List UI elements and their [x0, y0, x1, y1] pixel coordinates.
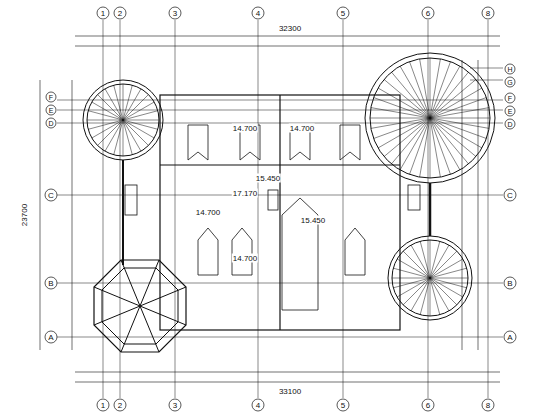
rafter-line — [123, 120, 124, 156]
rafter-line — [430, 240, 431, 278]
rafter-line — [430, 278, 431, 316]
rafter-line — [123, 120, 132, 155]
axis-label: B — [506, 279, 513, 288]
rafter-line — [371, 118, 430, 128]
rafter-line — [378, 88, 430, 118]
rafter-line — [430, 278, 449, 311]
rafter-line — [88, 120, 123, 129]
axis-label: F — [507, 94, 513, 103]
rafter-line — [420, 278, 430, 315]
rafter-line — [397, 278, 430, 297]
rafter-line — [384, 118, 430, 157]
rafter-line — [430, 108, 489, 118]
rafter-line — [392, 278, 430, 279]
rafter-line — [123, 84, 124, 120]
rafter-line — [420, 59, 430, 118]
axis-label: 4 — [255, 9, 261, 18]
elevation-text: 14.700 — [289, 124, 315, 133]
axis-label: D — [506, 120, 513, 129]
rafter-line — [430, 79, 476, 118]
rafter-line — [92, 120, 123, 138]
elevation-text: 14.700 — [195, 208, 221, 217]
axis-label: 8 — [485, 9, 491, 18]
elevation-text: 17.170 — [232, 189, 258, 198]
axis-label: G — [506, 78, 513, 87]
rafter-line — [430, 118, 440, 177]
axis-label: 2 — [117, 401, 123, 410]
axis-label: A — [506, 333, 513, 342]
rafter-line — [430, 118, 490, 119]
axis-bubbles — [45, 7, 516, 411]
rafter-line — [430, 118, 451, 174]
axis-label: 4 — [255, 401, 261, 410]
axis-label: C — [47, 191, 55, 200]
axis-label: D — [47, 119, 54, 128]
axis-label: 5 — [340, 9, 346, 18]
dimension-text: 32300 — [278, 24, 302, 33]
axis-label: 5 — [340, 401, 346, 410]
axis-label: H — [506, 65, 513, 74]
rafter-line — [393, 268, 430, 278]
rafter-line — [430, 98, 486, 119]
rafter-line — [430, 268, 467, 278]
rafter-line — [87, 120, 123, 121]
rafter-line — [430, 278, 467, 288]
rafter-line — [430, 118, 469, 164]
dimension-lines — [40, 36, 500, 382]
axis-label: A — [47, 333, 54, 342]
rafter-line — [430, 58, 431, 118]
rafter-line — [410, 62, 431, 118]
rafter-line — [430, 241, 440, 278]
axis-label: E — [48, 106, 55, 115]
rafter-line — [105, 89, 123, 120]
rafter-line — [391, 72, 430, 118]
rafter-line — [430, 118, 482, 148]
rafter-line — [123, 120, 141, 151]
rafter-line — [88, 111, 123, 120]
rafter-line — [430, 278, 468, 279]
rafter-line — [123, 120, 159, 121]
rafter-line — [123, 102, 154, 120]
axis-label: E — [507, 107, 514, 116]
axis-label: B — [47, 279, 54, 288]
rafter-line — [430, 259, 463, 278]
rafter-line — [430, 118, 431, 178]
dimension-text: 23700 — [20, 203, 29, 227]
axis-label: 1 — [100, 401, 106, 410]
elevation-text: 15.450 — [255, 174, 281, 183]
dormers — [125, 125, 420, 310]
axis-label: C — [506, 191, 514, 200]
rafter-line — [123, 111, 158, 120]
rafter-line — [411, 245, 430, 278]
axis-label: 1 — [100, 9, 106, 18]
rafter-line — [400, 118, 430, 170]
axis-label: 2 — [117, 9, 123, 18]
rafter-line — [114, 120, 123, 155]
axis-label: 3 — [172, 401, 178, 410]
rafter-line — [370, 118, 430, 119]
rafter-line — [393, 278, 430, 288]
rafter-line — [114, 85, 123, 120]
axis-label: F — [48, 93, 54, 102]
axis-label: 8 — [485, 401, 491, 410]
rafter-line — [430, 278, 440, 315]
dimension-text: 33100 — [278, 387, 302, 396]
rafter-line — [430, 66, 460, 118]
rafter-line — [420, 241, 430, 278]
elevation-text: 15.450 — [300, 216, 326, 225]
elevation-text: 14.700 — [232, 124, 258, 133]
building-outline — [160, 95, 400, 330]
rafter-line — [123, 85, 132, 120]
round-towers — [83, 53, 495, 352]
grid-lines — [57, 20, 503, 398]
axis-label: 6 — [425, 401, 431, 410]
elevation-text: 14.700 — [232, 254, 258, 263]
axis-label: 6 — [425, 9, 431, 18]
axis-label: 3 — [172, 9, 178, 18]
rafter-line — [123, 120, 158, 129]
rafter-line — [374, 118, 430, 139]
